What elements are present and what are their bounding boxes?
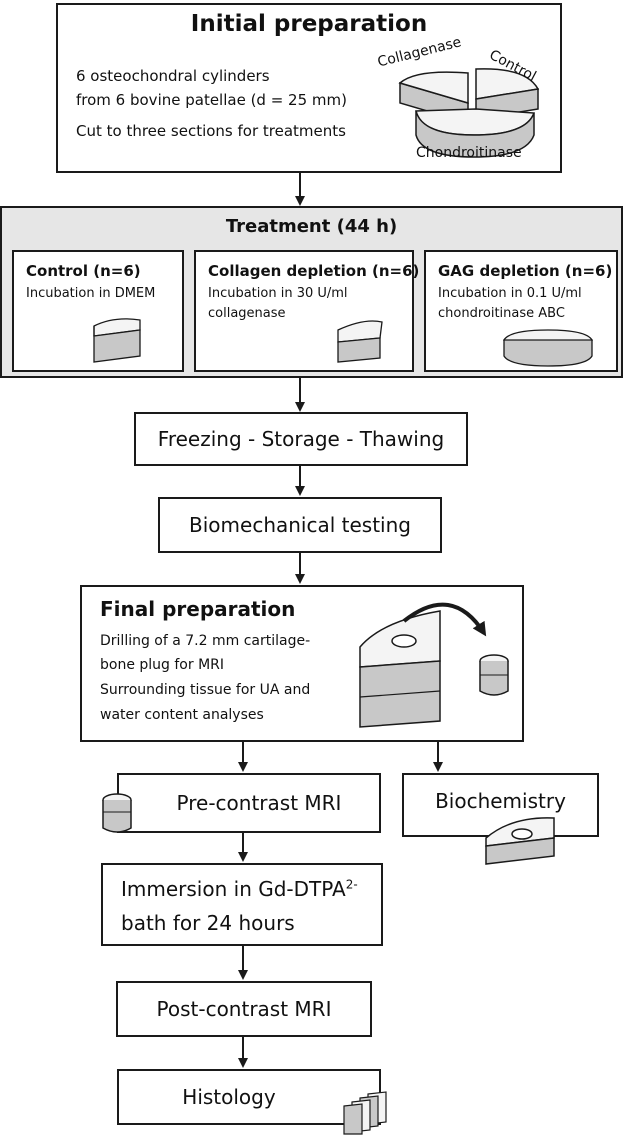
final-line-2: bone plug for MRI [100, 657, 225, 673]
treatment-title: Treatment (44 h) [225, 216, 398, 237]
precontrast-mri-step: Pre-contrast MRI [117, 773, 381, 833]
sample-piece-icon [502, 329, 594, 367]
treatment-group-control: Control (n=6) Incubation in DMEM [12, 250, 184, 372]
group-gag-title: GAG depletion (n=6) [438, 262, 613, 280]
biomech-step: Biomechanical testing [158, 497, 442, 553]
drilled-sample-icon [359, 602, 509, 728]
immersion-step: Immersion in Gd-DTPA2- bath for 24 hours [101, 863, 383, 946]
ring-sample-icon [485, 817, 555, 865]
final-preparation-box: Final preparation Drilling of a 7.2 mm c… [80, 585, 524, 742]
initial-preparation-box: Initial preparation 6 osteochondral cyli… [56, 3, 562, 173]
group-collagen-line1: Incubation in 30 U/ml [208, 286, 348, 301]
biomech-label: Biomechanical testing [189, 513, 411, 537]
biochemistry-label: Biochemistry [435, 789, 566, 813]
immersion-line-1: Immersion in Gd-DTPA2- [121, 877, 358, 901]
initial-preparation-title: Initial preparation [190, 11, 428, 37]
freezing-step: Freezing - Storage - Thawing [134, 412, 468, 466]
sample-piece-icon [337, 320, 383, 363]
freezing-label: Freezing - Storage - Thawing [157, 427, 445, 451]
postcontrast-mri-step: Post-contrast MRI [116, 981, 372, 1037]
sectioned-cylinder-icon [398, 68, 540, 158]
initial-line-1: 6 osteochondral cylinders [76, 67, 270, 85]
final-preparation-title: Final preparation [100, 597, 296, 621]
group-gag-line2: chondroitinase ABC [438, 306, 565, 321]
final-line-4: water content analyses [100, 707, 264, 723]
biochemistry-step: Biochemistry [402, 773, 599, 837]
group-collagen-line2: collagenase [208, 306, 286, 321]
treatment-panel: Treatment (44 h) Control (n=6) Incubatio… [0, 206, 623, 378]
immersion-line-2: bath for 24 hours [121, 911, 295, 935]
treatment-group-collagen: Collagen depletion (n=6) Incubation in 3… [194, 250, 419, 372]
postcontrast-label: Post-contrast MRI [156, 997, 332, 1021]
group-collagen-title: Collagen depletion (n=6) [208, 262, 420, 280]
precontrast-label: Pre-contrast MRI [176, 791, 342, 815]
group-control-line1: Incubation in DMEM [26, 286, 156, 301]
group-gag-line1: Incubation in 0.1 U/ml [438, 286, 582, 301]
group-control-title: Control (n=6) [26, 262, 141, 280]
histology-step: Histology [117, 1069, 381, 1125]
sample-piece-icon [93, 318, 141, 363]
immersion-text: Immersion in Gd-DTPA [121, 877, 346, 901]
histology-slices-icon [343, 1091, 387, 1135]
initial-line-2: from 6 bovine patellae (d = 25 mm) [76, 91, 347, 109]
initial-line-3: Cut to three sections for treatments [76, 122, 346, 140]
treatment-group-gag: GAG depletion (n=6) Incubation in 0.1 U/… [424, 250, 618, 372]
plug-icon [102, 793, 132, 833]
final-line-1: Drilling of a 7.2 mm cartilage- [100, 633, 311, 649]
immersion-superscript: 2- [345, 877, 358, 892]
histology-label: Histology [182, 1085, 276, 1109]
final-line-3: Surrounding tissue for UA and [100, 682, 311, 698]
pie-label-chondroitinase: Chondroitinase [416, 145, 522, 161]
